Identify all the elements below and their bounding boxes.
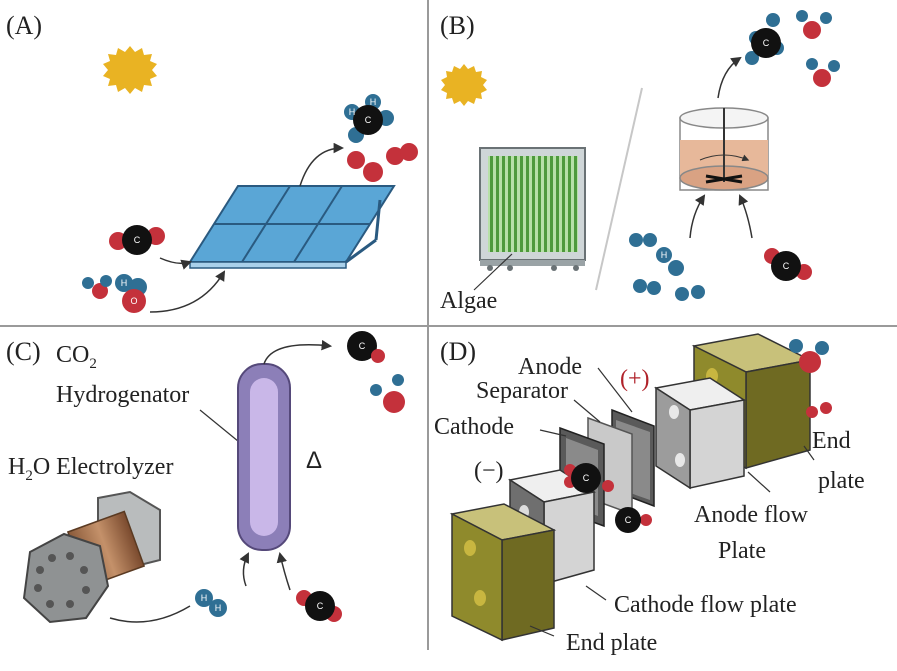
- svg-text:H: H: [215, 603, 222, 613]
- algae-tube: [490, 156, 493, 252]
- h2o-electrolyzer-label: H2O Electrolyzer: [8, 454, 173, 484]
- svg-text:C: C: [317, 601, 324, 611]
- algae-tube: [520, 156, 523, 252]
- label-cathode: Cathode: [434, 414, 514, 440]
- panel-a-letter: (A): [6, 11, 42, 40]
- h2-molecules-b: H: [629, 233, 705, 301]
- algae-tube: [538, 156, 541, 252]
- h2o-molecules-a: H O: [82, 274, 147, 313]
- algae-label: Algae: [440, 288, 497, 314]
- h2-molecule-c: H H: [195, 589, 227, 617]
- svg-text:C: C: [783, 261, 790, 271]
- label-end-plate-bottom: End plate: [566, 630, 657, 656]
- algae-tube: [544, 156, 547, 252]
- label-minus: (−): [474, 458, 504, 484]
- svg-text:C: C: [134, 235, 141, 245]
- flow-arrows-b: [689, 56, 753, 239]
- svg-text:C: C: [359, 341, 366, 351]
- flow-arrows-c: [109, 339, 333, 623]
- molecules-d: C C: [564, 339, 832, 533]
- label-anode-flow-1: Anode flow: [694, 502, 809, 528]
- label-end-plate-top-2: plate: [818, 468, 865, 494]
- label-cathode-flow-plate: Cathode flow plate: [614, 592, 797, 618]
- solar-panel: [188, 185, 396, 269]
- label-end-plate-top-1: End: [812, 428, 851, 454]
- label-anode-flow-2: Plate: [718, 538, 766, 564]
- sun-b: [441, 64, 487, 106]
- label-separator: Separator: [476, 378, 568, 404]
- label-plus: (+): [620, 366, 650, 392]
- svg-text:C: C: [583, 473, 590, 483]
- anode-flow-plate: [654, 377, 746, 490]
- algae-tube: [550, 156, 553, 252]
- algae-tube: [532, 156, 535, 252]
- panel-b-separator: [595, 87, 643, 291]
- co2-molecule-c-top: C: [347, 331, 405, 413]
- svg-text:C: C: [625, 515, 632, 525]
- svg-text:H: H: [349, 107, 356, 117]
- svg-text:H: H: [661, 250, 668, 260]
- co2-label: CO2: [56, 342, 97, 372]
- algae-tube: [526, 156, 529, 252]
- svg-text:H: H: [201, 593, 208, 603]
- co2-molecule-a: C: [109, 225, 165, 255]
- panel-a: (A) C H O: [6, 11, 418, 313]
- co2-molecule-b: C: [764, 248, 812, 281]
- electrolyzer: [22, 490, 161, 624]
- algae-tube: [568, 156, 571, 252]
- product-molecules-a: C H H: [344, 94, 418, 182]
- algae-tube: [502, 156, 505, 252]
- svg-text:H: H: [121, 278, 128, 288]
- svg-text:C: C: [365, 115, 372, 125]
- panel-b-letter: (B): [440, 11, 475, 40]
- panel-c: (C) CO2 Hydrogenator H2O Electrolyzer Δ …: [6, 331, 405, 624]
- svg-text:C: C: [763, 38, 770, 48]
- end-plate-bottom: [449, 503, 557, 642]
- product-molecules-b: C: [745, 10, 840, 87]
- sun-a: [103, 46, 157, 94]
- panel-c-letter: (C): [6, 337, 41, 366]
- hydrogenator-label: Hydrogenator: [56, 382, 189, 408]
- panel-d: (D): [434, 333, 865, 656]
- algae-tube: [514, 156, 517, 252]
- algae-tube: [562, 156, 565, 252]
- svg-text:H: H: [370, 97, 377, 107]
- hydrogenator: [237, 363, 291, 551]
- algae-tube: [508, 156, 511, 252]
- flow-arrows-a: [149, 142, 345, 313]
- panel-dividers: [0, 0, 897, 650]
- bioreactor: [679, 107, 769, 191]
- heat-symbol: Δ: [306, 447, 322, 474]
- co2-molecule-c-bottom: C: [296, 590, 342, 622]
- algae-tube: [496, 156, 499, 252]
- svg-text:O: O: [130, 296, 137, 306]
- panel-b: (B) Algae: [440, 10, 840, 314]
- panel-d-letter: (D): [440, 337, 476, 366]
- label-anode: Anode: [518, 354, 582, 380]
- leader-lines-d: [529, 367, 815, 637]
- algae-reactor: [479, 147, 586, 271]
- algae-tube: [556, 156, 559, 252]
- algae-tube: [574, 156, 577, 252]
